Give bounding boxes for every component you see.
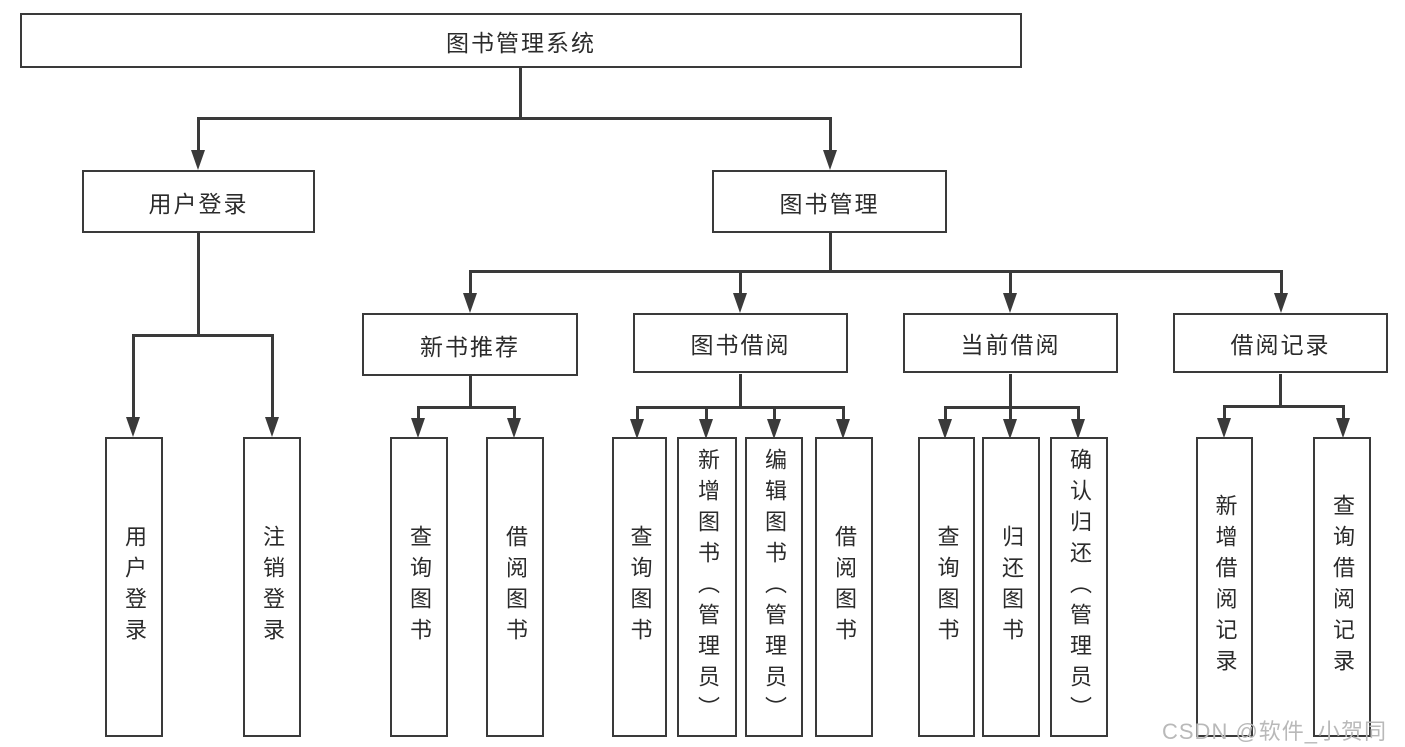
connector-line bbox=[841, 407, 845, 421]
node-leaf-query-books-2: 查询图书 bbox=[612, 437, 667, 737]
arrowhead-icon bbox=[823, 150, 837, 170]
leaf-label: 借阅图书 bbox=[832, 525, 857, 649]
arrowhead-icon bbox=[938, 419, 952, 439]
connector-line bbox=[468, 269, 1283, 273]
connector-line bbox=[635, 407, 639, 421]
connector-line bbox=[1076, 407, 1080, 421]
leaf-label: 查询图书 bbox=[407, 525, 432, 649]
leaf-label: 查询借阅记录 bbox=[1330, 494, 1355, 680]
connector-line bbox=[196, 118, 200, 152]
node-leaf-edit-books-admin: 编辑图书（管理员） bbox=[745, 437, 803, 737]
node-library-management-system: 图书管理系统 bbox=[20, 13, 1022, 68]
connector-line bbox=[196, 233, 200, 337]
connector-line bbox=[1008, 271, 1012, 295]
leaf-label: 归还图书 bbox=[999, 525, 1024, 649]
connector-line bbox=[828, 118, 832, 152]
leaf-label: 注销登录 bbox=[260, 525, 285, 649]
node-user-login: 用户登录 bbox=[82, 170, 315, 233]
connector-line bbox=[196, 116, 832, 120]
connector-line bbox=[1341, 406, 1345, 420]
node-leaf-return-books: 归还图书 bbox=[982, 437, 1040, 737]
connector-line bbox=[1278, 374, 1282, 408]
node-leaf-query-borrow-record: 查询借阅记录 bbox=[1313, 437, 1371, 737]
arrowhead-icon bbox=[733, 293, 747, 313]
node-new-book-recommend: 新书推荐 bbox=[362, 313, 578, 376]
arrowhead-icon bbox=[126, 417, 140, 437]
leaf-label: 编辑图书（管理员） bbox=[762, 447, 787, 727]
node-leaf-logout: 注销登录 bbox=[243, 437, 301, 737]
connector-line bbox=[1008, 374, 1012, 409]
leaf-label: 新增图书（管理员） bbox=[695, 447, 720, 727]
arrowhead-icon bbox=[767, 419, 781, 439]
arrowhead-icon bbox=[630, 419, 644, 439]
node-leaf-borrow-books-1: 借阅图书 bbox=[486, 437, 544, 737]
node-leaf-query-books-3: 查询图书 bbox=[918, 437, 975, 737]
arrowhead-icon bbox=[411, 418, 425, 438]
connector-line bbox=[738, 374, 742, 409]
node-leaf-query-books-1: 查询图书 bbox=[390, 437, 448, 737]
leaf-label: 借阅图书 bbox=[503, 525, 528, 649]
leaf-label: 新增借阅记录 bbox=[1212, 494, 1238, 680]
arrowhead-icon bbox=[1003, 293, 1017, 313]
connector-line bbox=[512, 407, 516, 420]
leaf-label: 查询图书 bbox=[627, 525, 653, 649]
arrowhead-icon bbox=[463, 293, 477, 313]
connector-line bbox=[468, 374, 472, 409]
node-leaf-add-borrow-record: 新增借阅记录 bbox=[1196, 437, 1253, 737]
node-book-borrowing: 图书借阅 bbox=[633, 313, 848, 373]
connector-line bbox=[1222, 404, 1345, 408]
node-leaf-add-books-admin: 新增图书（管理员） bbox=[677, 437, 737, 737]
connector-line bbox=[943, 407, 947, 421]
connector-line bbox=[704, 407, 708, 421]
connector-line bbox=[468, 271, 472, 295]
node-leaf-user-login: 用户登录 bbox=[105, 437, 163, 737]
connector-line bbox=[270, 335, 274, 419]
connector-line bbox=[738, 271, 742, 295]
arrowhead-icon bbox=[1071, 419, 1085, 439]
connector-line bbox=[1222, 406, 1226, 420]
arrowhead-icon bbox=[507, 418, 521, 438]
node-current-borrowing: 当前借阅 bbox=[903, 313, 1118, 373]
leaf-label: 用户登录 bbox=[122, 525, 147, 649]
arrowhead-icon bbox=[1336, 418, 1350, 438]
connector-line bbox=[635, 405, 845, 409]
connector-line bbox=[518, 68, 522, 120]
connector-line bbox=[772, 407, 776, 421]
connector-line bbox=[1279, 271, 1283, 295]
node-book-management: 图书管理 bbox=[712, 170, 947, 233]
leaf-label: 确认归还（管理员） bbox=[1067, 447, 1092, 727]
arrowhead-icon bbox=[1217, 418, 1231, 438]
watermark: CSDN @软件_小贺同学 bbox=[1162, 719, 1388, 744]
arrowhead-icon bbox=[1003, 419, 1017, 439]
connector-line bbox=[1008, 407, 1012, 421]
arrowhead-icon bbox=[191, 150, 205, 170]
connector-line bbox=[828, 233, 832, 273]
leaf-label: 查询图书 bbox=[934, 525, 960, 649]
connector-line bbox=[943, 405, 1080, 409]
connector-line bbox=[416, 407, 420, 420]
node-leaf-confirm-return-admin: 确认归还（管理员） bbox=[1050, 437, 1108, 737]
connector-line bbox=[131, 333, 274, 337]
connector-line bbox=[416, 405, 516, 409]
arrowhead-icon bbox=[265, 417, 279, 437]
arrowhead-icon bbox=[836, 419, 850, 439]
arrowhead-icon bbox=[1274, 293, 1288, 313]
connector-line bbox=[131, 335, 135, 419]
node-borrowing-records: 借阅记录 bbox=[1173, 313, 1388, 373]
node-leaf-borrow-books-2: 借阅图书 bbox=[815, 437, 873, 737]
arrowhead-icon bbox=[699, 419, 713, 439]
